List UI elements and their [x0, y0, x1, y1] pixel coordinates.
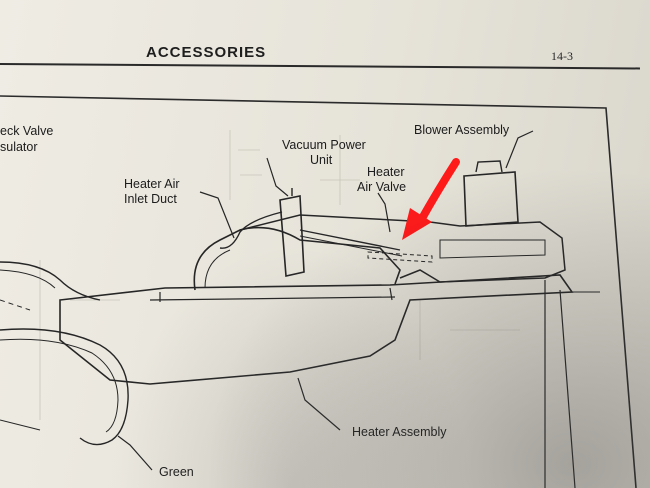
valve-housing-shape	[239, 214, 566, 283]
label-vacuum-power-unit-1: Vacuum Power	[282, 138, 366, 152]
label-heater-air-inlet-duct-1: Heater Air	[124, 177, 180, 191]
diagram-frame	[0, 95, 637, 488]
label-blower-assembly: Blower Assembly	[414, 123, 510, 137]
inlet-duct-shape	[193, 226, 401, 291]
label-green: Green	[159, 465, 194, 479]
green-wire	[0, 328, 129, 446]
vacuum-power-unit-shape	[279, 195, 305, 277]
page-number: 14-3	[551, 49, 573, 63]
label-heater-air-valve-1: Heater	[367, 165, 405, 179]
section-title: ACCESSORIES	[146, 44, 267, 61]
label-vacuum-power-unit-2: Unit	[310, 153, 333, 167]
heater-assembly-shape	[59, 274, 574, 385]
air-valve-door	[367, 251, 433, 263]
cowl-panel	[544, 280, 576, 488]
label-check-valve: eck Valve	[0, 124, 54, 138]
label-insulator: sulator	[0, 140, 38, 154]
label-heater-assembly: Heater Assembly	[352, 425, 447, 439]
label-heater-air-inlet-duct-2: Inlet Duct	[124, 192, 177, 206]
label-heater-air-valve-2: Air Valve	[357, 180, 407, 194]
hose-left-upper	[0, 261, 101, 301]
blower-motor-shape	[463, 171, 519, 227]
vacuum-hose	[219, 211, 283, 249]
red-arrow-annotation	[402, 158, 460, 240]
leader-lines	[117, 130, 534, 471]
